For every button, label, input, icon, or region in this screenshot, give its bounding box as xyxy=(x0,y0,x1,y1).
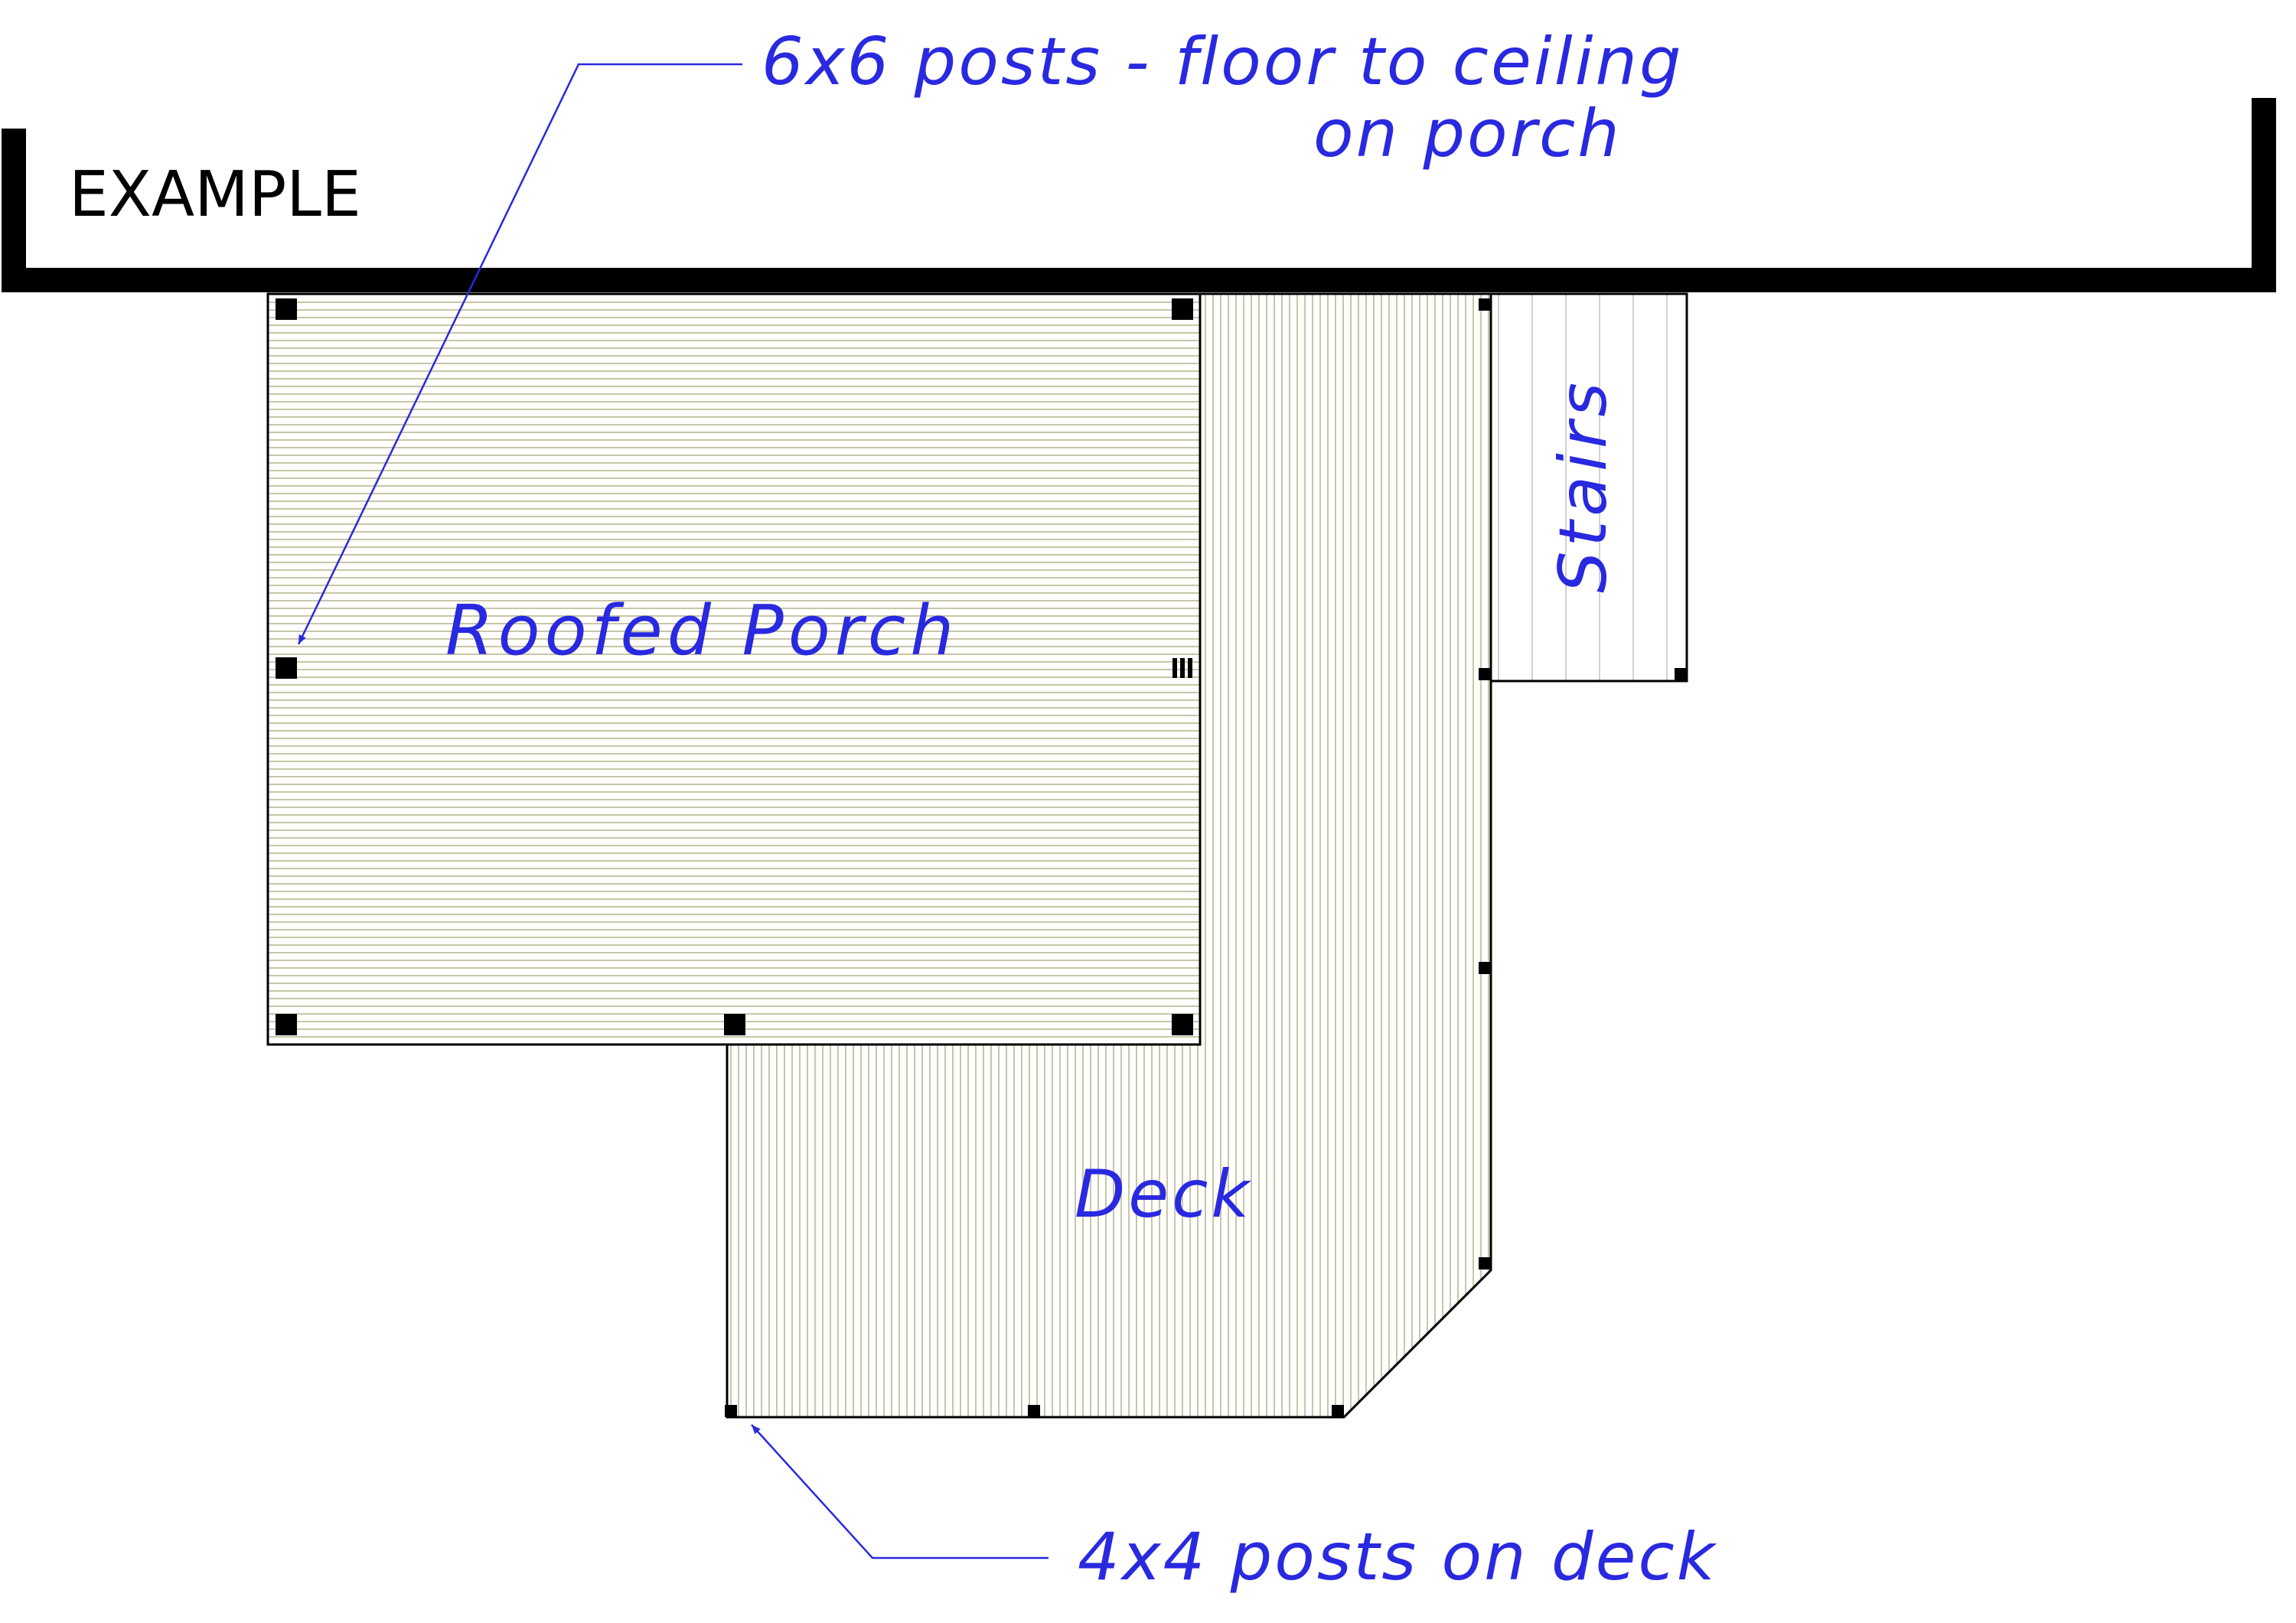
deck-post xyxy=(1028,1405,1040,1417)
deck-posts-callout: 4x4 posts on deck xyxy=(1078,1519,1717,1595)
deck-post xyxy=(1479,1257,1491,1269)
porch-posts-leader xyxy=(297,63,742,645)
deck-posts xyxy=(725,298,1687,1417)
plan-title: EXAMPLE xyxy=(69,158,361,231)
porch-posts-callout-line1: 6x6 posts - floor to ceiling xyxy=(762,24,1684,100)
porch-post xyxy=(1172,298,1193,320)
stairs-area xyxy=(1489,292,1688,683)
porch-post xyxy=(276,657,297,679)
house-wall xyxy=(2,98,2276,292)
stairs-label: Stairs xyxy=(1545,378,1622,593)
deck-post xyxy=(725,1405,737,1417)
deck-post xyxy=(1675,668,1687,680)
roofed-porch-area xyxy=(266,292,1202,1046)
porch-post xyxy=(1172,1014,1193,1035)
deck-post xyxy=(1479,962,1491,974)
porch-post xyxy=(276,1014,297,1035)
porch-post xyxy=(724,1014,745,1035)
porch-post xyxy=(276,298,297,320)
deck-post xyxy=(1479,298,1491,311)
porch-label: Roofed Porch xyxy=(445,591,958,671)
deck-post xyxy=(1332,1405,1344,1417)
deck-label: Deck xyxy=(1075,1156,1252,1233)
post-detail-mark xyxy=(1172,658,1192,678)
deck-posts-leader xyxy=(751,1424,1049,1559)
porch-posts-callout-line2: on porch xyxy=(1313,96,1622,172)
deck-post xyxy=(1479,668,1491,680)
porch-posts xyxy=(276,298,1193,1035)
